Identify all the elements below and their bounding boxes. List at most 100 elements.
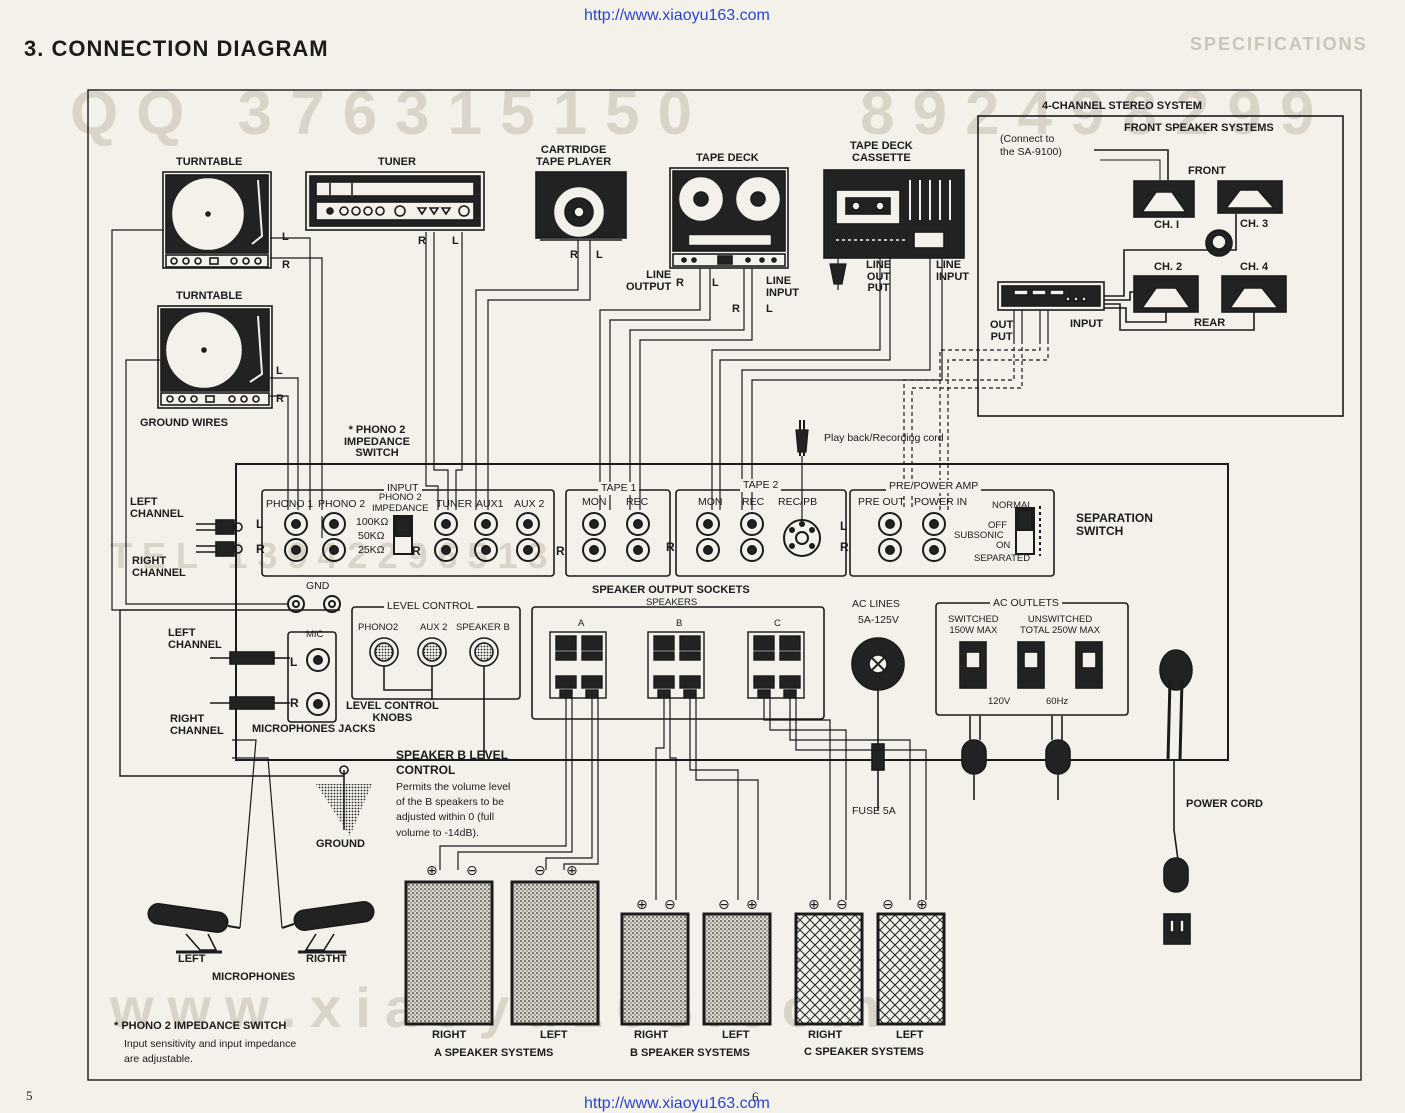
ac-outlets-label: AC OUTLETS: [990, 597, 1062, 610]
tt2-l: L: [276, 365, 283, 377]
mic-l: L: [290, 655, 298, 669]
socket-b-label: B: [676, 618, 683, 629]
footnote-title: * PHONO 2 IMPEDANCE SWITCH: [114, 1020, 287, 1032]
speakers-label: SPEAKERS: [646, 597, 698, 608]
panel-l-left: L: [256, 517, 264, 531]
recpb-label: REC/PB: [778, 496, 818, 508]
mic-right-label: RIGTHT: [306, 953, 347, 965]
knob-aux2-label: AUX 2: [420, 622, 448, 633]
b-systems-label: B SPEAKER SYSTEMS: [630, 1047, 750, 1059]
speaker-a-right-box: [404, 880, 494, 1026]
tuner-label: TUNER: [378, 156, 416, 168]
a-left-label: LEFT: [540, 1029, 568, 1041]
microphones-label: MICROPHONES: [212, 971, 296, 983]
a-right-minus: ⊖: [466, 862, 478, 878]
rec-label: REC: [626, 496, 649, 508]
page-title: 3. CONNECTION DIAGRAM: [24, 36, 329, 61]
phono2-label: PHONO 2: [318, 498, 366, 510]
line-outputt-label: LINE OUT PUT: [866, 259, 892, 295]
c-left-label: LEFT: [896, 1029, 924, 1041]
ac-plugs: [961, 716, 1071, 800]
ch3-label: CH. 3: [1240, 218, 1269, 230]
turntable-2-device: [157, 305, 273, 409]
cart-l: L: [596, 249, 603, 261]
tuner-l: L: [452, 235, 459, 247]
aux2-label: AUX 2: [514, 498, 545, 510]
speaker-sockets: [549, 631, 805, 699]
panel-r-input: R: [412, 544, 421, 558]
phono1-label: PHONO 1: [266, 498, 314, 510]
on-label: ON: [996, 540, 1011, 551]
a-left-minus: ⊖: [534, 862, 546, 878]
tape-deck-label: TAPE DECK: [696, 152, 759, 164]
gnd-label: GND: [306, 580, 330, 592]
page-number-right: 6: [752, 1089, 759, 1104]
c-right-minus: ⊖: [836, 896, 848, 912]
cartridge-label: CARTRIDGE TAPE PLAYER: [536, 144, 612, 168]
imp-100k-label: 100KΩ: [356, 516, 389, 528]
front-label: FRONT: [1188, 165, 1226, 177]
mic-plugs: [210, 651, 290, 710]
deck-out-l: L: [712, 277, 719, 289]
imp-50k-label: 50KΩ: [358, 530, 385, 542]
c-systems-label: C SPEAKER SYSTEMS: [804, 1046, 924, 1058]
url-bottom[interactable]: http://www.xiaoyu163.com: [584, 1095, 770, 1112]
b-right-label: RIGHT: [634, 1029, 669, 1041]
fuse-holder: [851, 637, 905, 810]
speaker-wires: [439, 698, 927, 900]
cart-r: R: [570, 249, 578, 261]
deck-out-r: R: [676, 277, 684, 289]
socket-c-label: C: [774, 618, 781, 629]
tt2-r: R: [276, 393, 284, 405]
microphone-right: [281, 901, 375, 954]
front-speaker-ch1: [1133, 180, 1195, 218]
cartridge-player-device: [535, 171, 627, 241]
ac-rating-label: 5A-125V: [858, 614, 899, 626]
knob-speakerb-label: SPEAKER B: [456, 622, 510, 633]
watermark-tel: TEL 13942296513: [110, 535, 558, 576]
ground-wires-label: GROUND WIRES: [140, 417, 228, 429]
speaker-a-left-box: [510, 880, 600, 1026]
a-right-label: RIGHT: [432, 1029, 467, 1041]
left-channel-mic-label: LEFT CHANNEL: [168, 627, 222, 651]
tape-deck-device: [669, 167, 789, 269]
line-output-label: LINE OUTPUT: [626, 269, 672, 293]
unswitched-label: UNSWITCHED TOTAL 250W MAX: [1020, 614, 1101, 637]
a-left-plus: ⊕: [566, 862, 578, 878]
turntable-1-label: TURNTABLE: [176, 156, 243, 168]
phono2-imp-label: PHONO 2 IMPEDANCE: [372, 492, 429, 515]
rear-speaker-ch2: [1133, 275, 1199, 313]
c-left-plus: ⊕: [916, 896, 928, 912]
mic-r: R: [290, 696, 299, 710]
rca-plugs-left: [196, 519, 243, 557]
four-channel-amp-device: [997, 281, 1105, 311]
power-cord-label: POWER CORD: [1186, 798, 1263, 810]
left-channel-top-label: LEFT CHANNEL: [130, 496, 184, 520]
ac-lines-label: AC LINES: [852, 598, 900, 610]
ch4-label: CH. 4: [1240, 261, 1269, 273]
signal-wires: [111, 229, 1049, 611]
rear-speaker-ch4: [1221, 275, 1287, 313]
b-left-minus: ⊖: [718, 896, 730, 912]
url-top[interactable]: http://www.xiaoyu163.com: [584, 7, 770, 24]
panel-l-tape2: L: [840, 519, 848, 533]
a-right-plus: ⊕: [426, 862, 438, 878]
separation-switch-label: SEPARATION SWITCH: [1076, 511, 1153, 538]
separated-label: SEPARATED: [974, 553, 1031, 564]
line-input2-label: LINE INPUT: [936, 259, 969, 283]
footnote-desc: Input sensitivity and input impedance ar…: [124, 1038, 297, 1065]
c-right-plus: ⊕: [808, 896, 820, 912]
input-group-label: INPUT: [384, 482, 422, 495]
powerin-label: POWER IN: [914, 496, 968, 508]
speaker-c-left-box: [876, 912, 946, 1026]
level-control-knobs: [369, 637, 499, 760]
microphone-left: [147, 903, 241, 954]
level-control-label: LEVEL CONTROL: [384, 600, 477, 613]
deck-in-r: R: [732, 303, 740, 315]
outer-frame: [87, 89, 1362, 1081]
connect-note: (Connect to the SA-9100): [1000, 133, 1062, 158]
amplifier-panel: [235, 463, 1229, 761]
mon2-label: MON: [698, 496, 723, 508]
aux1-label: AUX1: [476, 498, 504, 510]
